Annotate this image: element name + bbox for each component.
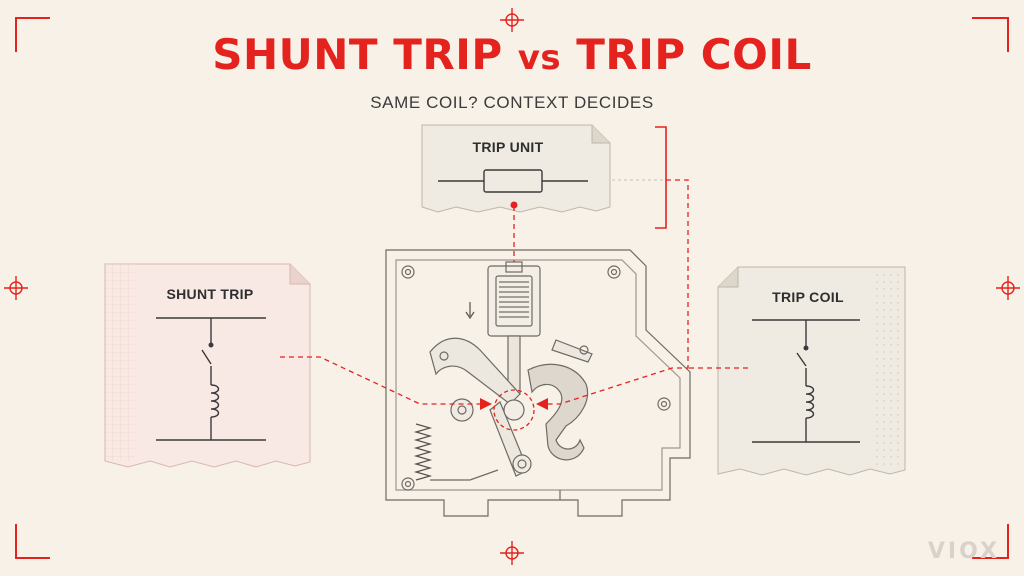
shunt-trip-card [104, 263, 311, 468]
switch-symbol-icon [796, 345, 809, 386]
brand-watermark: VIOX [927, 539, 1000, 564]
connector-lines [280, 179, 748, 405]
title-part-1: SHUNT TRIP [212, 30, 503, 79]
page-title: SHUNT TRIP vs TRIP COIL [0, 30, 1024, 79]
bracket-marker [655, 126, 667, 229]
title-vs: vs [517, 38, 562, 78]
focus-ring [493, 389, 535, 431]
corner-bracket-icon [15, 17, 1009, 559]
page-subtitle: SAME COIL? CONTEXT DECIDES [370, 93, 654, 112]
crosshair-icon [4, 8, 1020, 565]
coil-symbol-icon [805, 385, 815, 419]
trip-coil-label: TRIP COIL [772, 289, 844, 305]
breaker-mechanism [385, 249, 691, 517]
title-part-2: TRIP COIL [576, 30, 812, 79]
shunt-trip-label: SHUNT TRIP [166, 286, 254, 302]
switch-symbol-icon [201, 342, 214, 385]
trip-unit-card [421, 124, 611, 213]
trip-coil-card [717, 266, 906, 476]
trip-unit-label: TRIP UNIT [472, 139, 544, 155]
resistor-symbol-icon [438, 169, 588, 193]
coil-symbol-icon [210, 384, 220, 418]
